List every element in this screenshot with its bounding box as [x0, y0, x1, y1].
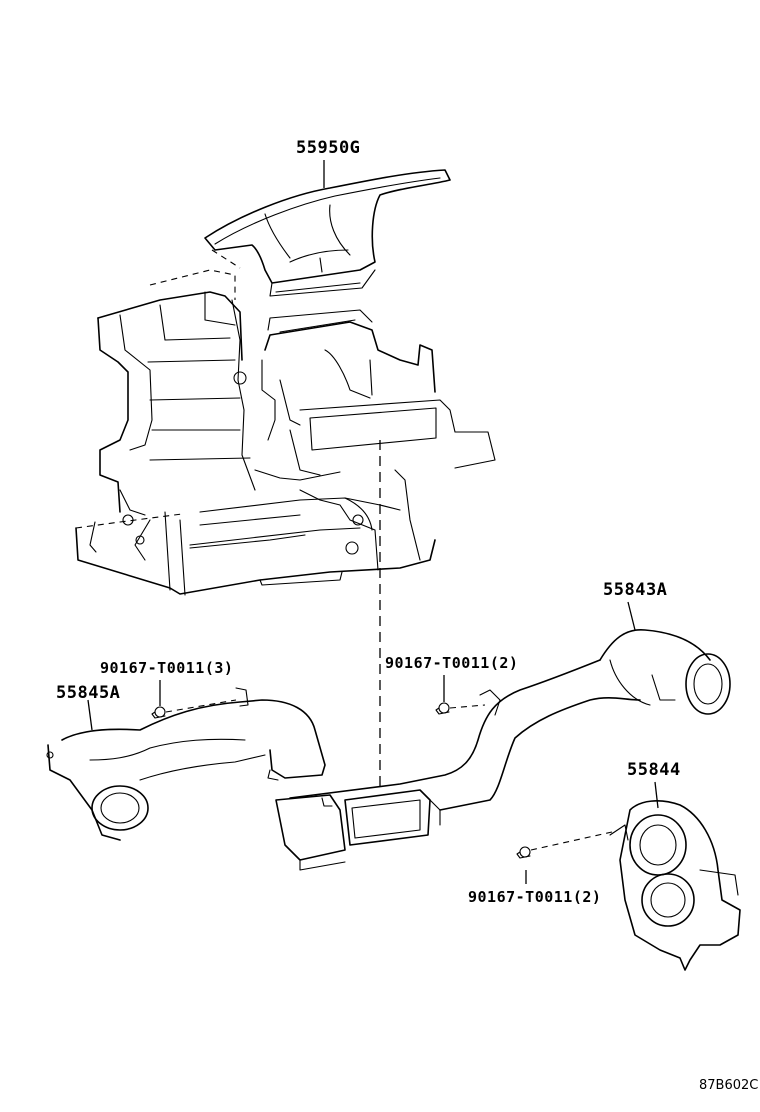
part-label-55844: 55844: [627, 760, 681, 780]
figure-code: 87B602C: [699, 1078, 759, 1093]
side-duct-55845a: [46, 687, 326, 841]
heater-unit: [75, 249, 496, 596]
part-label-55843a: 55843A: [603, 580, 668, 600]
screw-lower-right: [516, 831, 613, 859]
screw-center: [435, 702, 486, 715]
screw-left: [151, 699, 237, 719]
rear-duct-55844: [609, 800, 741, 971]
screw-label-lower-right: 90167-T0011(2): [468, 888, 602, 906]
rear-duct-55843a: [275, 629, 731, 871]
screw-label-center: 90167-T0011(2): [385, 654, 519, 672]
part-label-55950g: 55950G: [296, 138, 361, 158]
screw-label-left: 90167-T0011(3): [100, 659, 234, 677]
defroster-duct-55950g: [204, 169, 451, 297]
part-label-55845a: 55845A: [56, 683, 121, 703]
